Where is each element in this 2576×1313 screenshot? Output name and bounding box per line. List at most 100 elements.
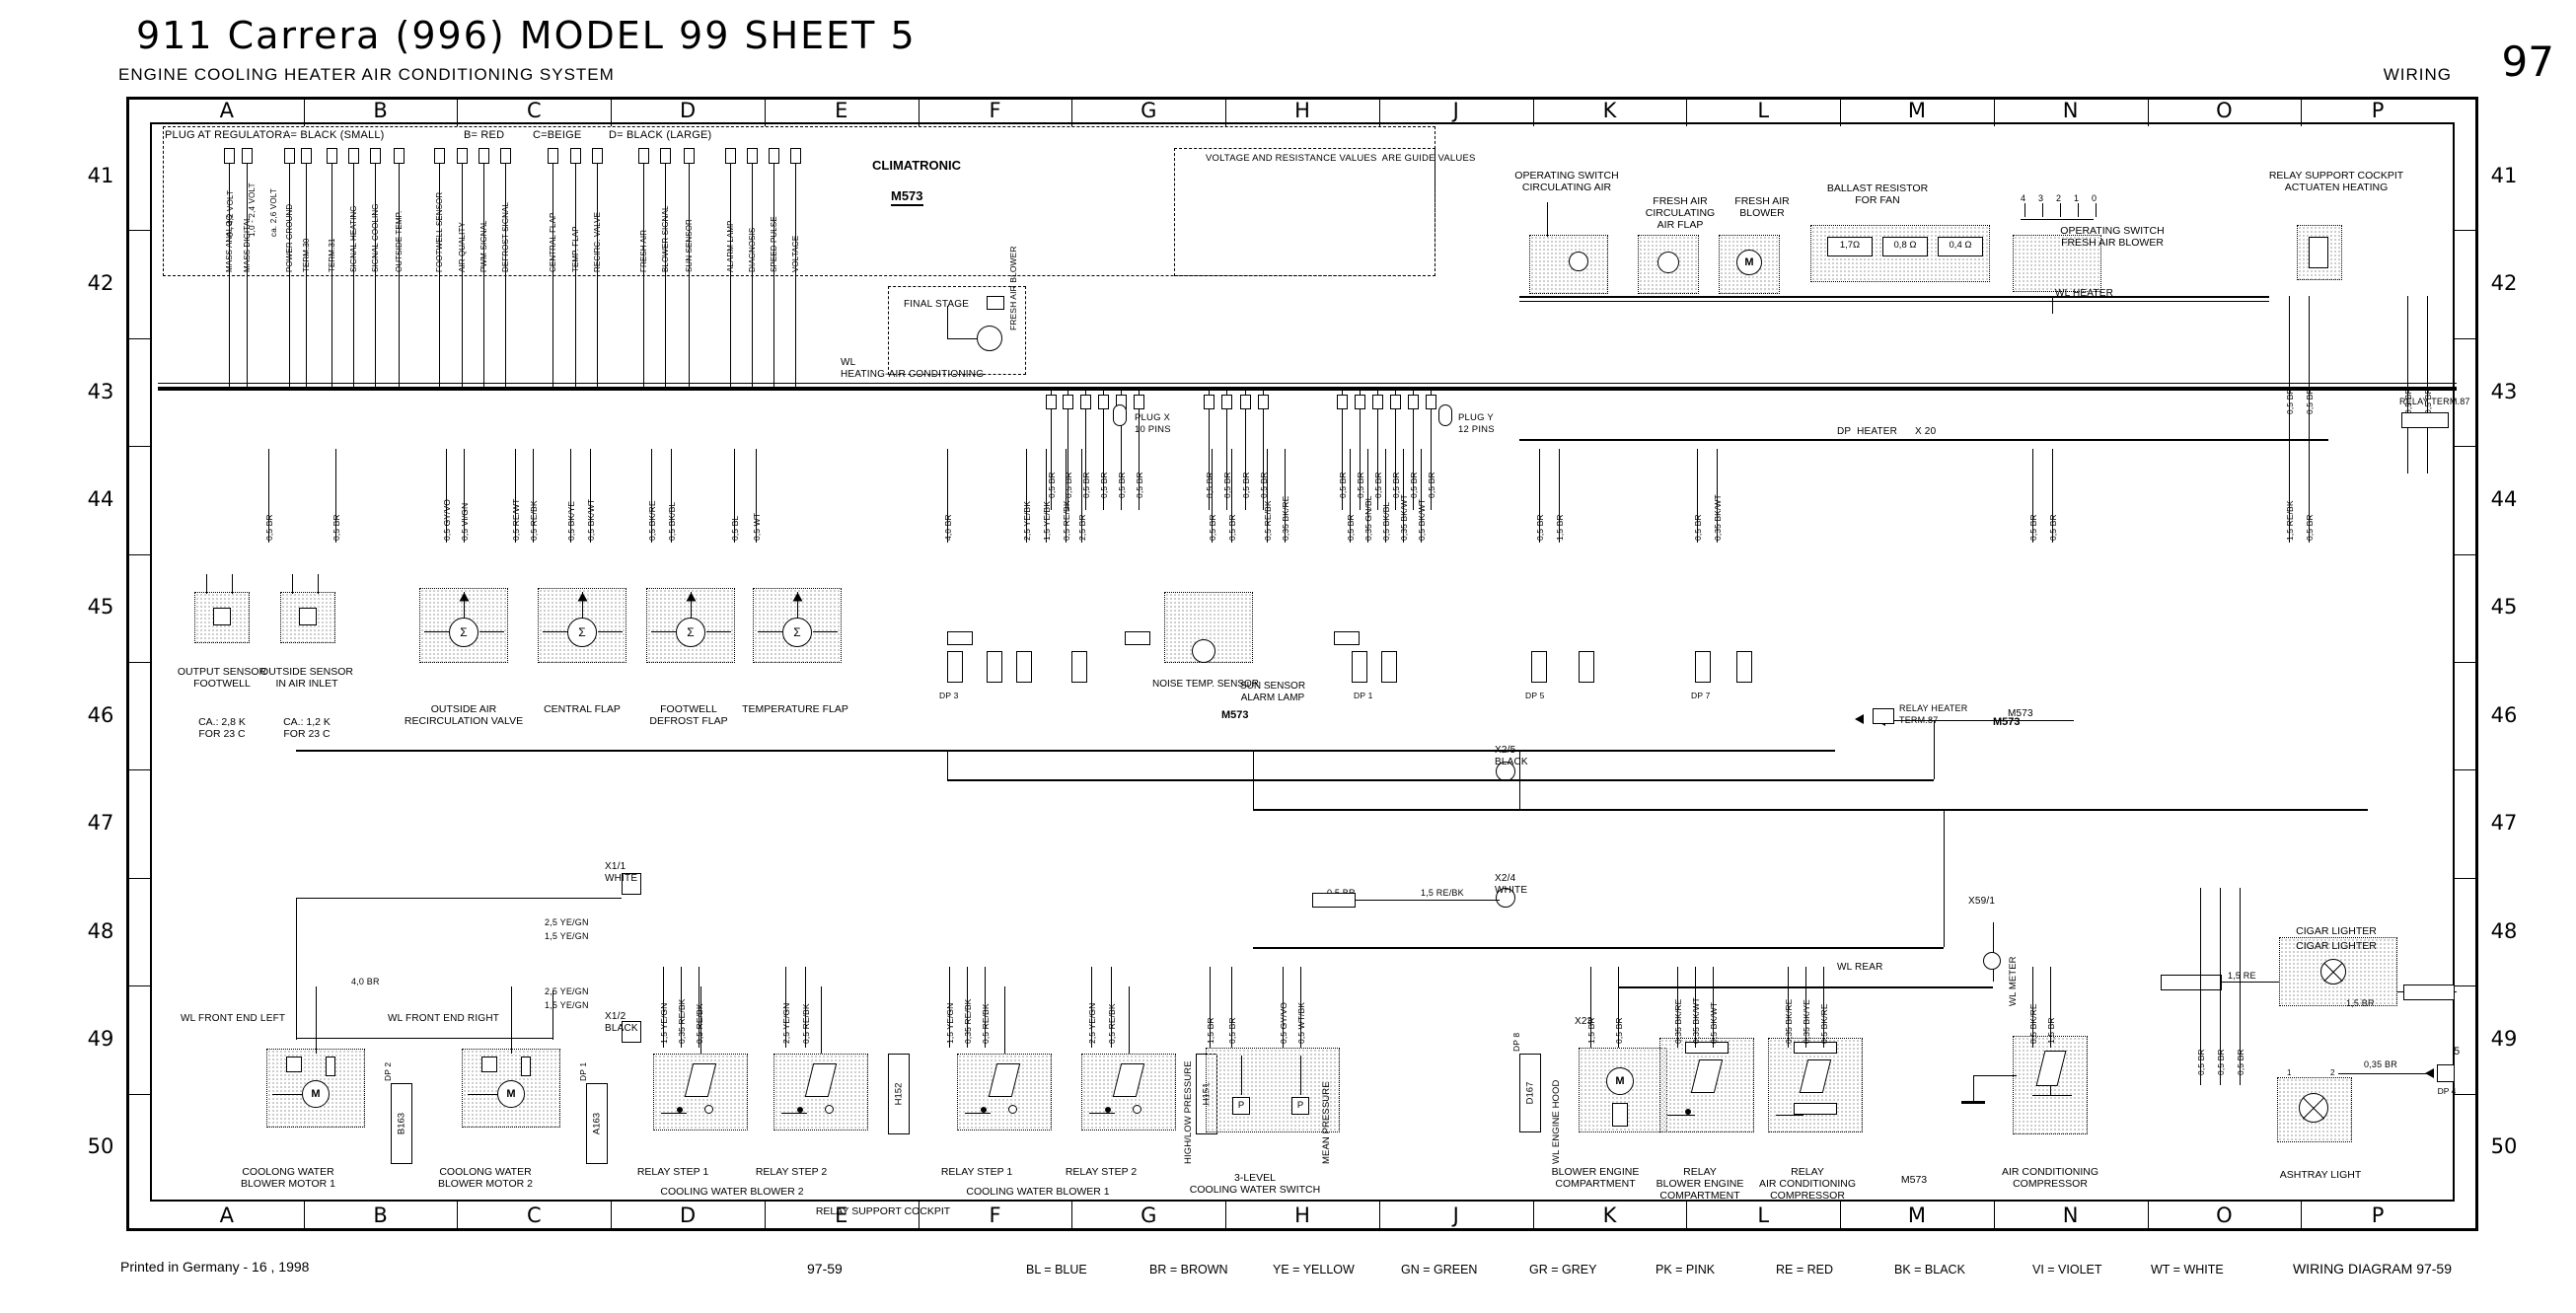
wire-v xyxy=(2024,203,2026,217)
fresh-air-flap-body xyxy=(1638,235,1699,294)
wire-spec-label: 1,5 BR xyxy=(1206,1017,1215,1044)
wire-spec-label: 0,5 BR xyxy=(2048,514,2058,541)
grid-column-label-top-G: G xyxy=(1141,99,1157,122)
wire-v xyxy=(2427,296,2429,474)
wire-v xyxy=(1695,967,1697,1048)
grid-column-label-top-H: H xyxy=(1294,99,1310,122)
grid-divider-top xyxy=(611,97,613,126)
wire-spec-label: 1,5 BR xyxy=(1555,514,1565,541)
wire-v xyxy=(756,449,758,543)
wire-spec-label: 0,5 WT/BK xyxy=(1296,1002,1306,1044)
wire-v xyxy=(1103,387,1105,510)
wire-v xyxy=(206,574,208,594)
sheet-code: 97-59 xyxy=(807,1261,843,1277)
plug-y-connector xyxy=(1438,404,1452,426)
color-legend-item-3: GN = GREEN xyxy=(1401,1263,1478,1277)
grid-row-label-right-41: 41 xyxy=(2490,163,2518,187)
wire-spec: 2,5 YE/GN xyxy=(545,986,589,996)
wire-spec: 4,0 BR xyxy=(351,977,380,986)
wire-spec-label: 0,5 BR xyxy=(1047,472,1057,498)
connector-tag xyxy=(1579,651,1594,683)
relay-contact-node xyxy=(1685,1109,1691,1115)
wire-spec-label: 0,5 BK/RE xyxy=(2028,1003,2038,1044)
grid-tick-left xyxy=(126,446,152,448)
grid-divider-bottom xyxy=(2147,1202,2149,1231)
wire-spec-label: 0,5 BR xyxy=(2305,388,2315,414)
flap-arrow xyxy=(459,592,470,602)
plug-pin-mid xyxy=(1080,395,1091,409)
wire-v xyxy=(306,148,308,387)
wire-h xyxy=(1253,947,1944,949)
grid-tick-left xyxy=(126,337,152,339)
pressure-switch-p: P xyxy=(1237,1100,1245,1111)
wire-v xyxy=(1081,449,1083,543)
wire-h xyxy=(296,750,1835,752)
grid-column-label-top-C: C xyxy=(526,99,542,122)
bottom-component-label: COOLING WATER BLOWER 2 xyxy=(660,1186,804,1198)
wire-v xyxy=(1241,1056,1243,1095)
wire-v xyxy=(671,449,673,543)
grid-tick-right xyxy=(2453,553,2478,555)
wire-v xyxy=(1823,967,1825,1048)
wire-spec-label: 0,5 BR xyxy=(1081,472,1091,498)
bottom-component-label: CIGAR LIGHTER xyxy=(2296,940,2377,952)
wire-v xyxy=(515,449,517,543)
wire-spec-label: 0,35 BK/RE xyxy=(1784,998,1794,1044)
wiring-label: WIRING xyxy=(2383,65,2452,84)
grid-column-label-bottom-C: C xyxy=(526,1204,542,1227)
wire-v xyxy=(734,449,736,543)
wire-spec-label: 1,5 RE/BK xyxy=(2285,500,2295,541)
label-relay-term-87: RELAY TERM.87 xyxy=(2399,397,2470,406)
top-right-component-label: FRESH AIR CIRCULATING AIR FLAP xyxy=(1645,195,1716,231)
wire-spec-label: 0,5 BK/WT xyxy=(1709,1002,1719,1044)
label-ms73-inline: M573 xyxy=(2008,708,2033,719)
wire-v xyxy=(590,449,592,543)
wire-spec-label: 0,5 BR xyxy=(264,514,274,541)
note-plug-at-regulator: PLUG AT REGULATOR: xyxy=(165,129,286,141)
plug-pin xyxy=(570,148,581,164)
wire-spec-label: 0,5 RE/BK xyxy=(1062,500,1071,541)
wire-v xyxy=(296,898,298,1038)
blower-engine-motor: M xyxy=(1606,1067,1634,1095)
wire-v xyxy=(1944,809,1946,947)
grid-row-label-left-49: 49 xyxy=(87,1026,114,1051)
wire-v xyxy=(1431,387,1433,510)
label-climatronic-code: M573 xyxy=(891,189,923,206)
plug-pin xyxy=(684,148,695,164)
wire-v xyxy=(2407,296,2409,474)
wire-v xyxy=(229,148,231,387)
top-right-component-label: OPERATING SWITCH FRESH AIR BLOWER xyxy=(2060,225,2165,249)
grid-column-label-bottom-G: G xyxy=(1141,1204,1157,1227)
flap-name: OUTSIDE AIR RECIRCULATION VALVE xyxy=(404,703,524,727)
wire-v xyxy=(643,148,645,387)
plug-pin-mid xyxy=(1258,395,1269,409)
wire-v xyxy=(552,990,554,1040)
grid-tick-left xyxy=(126,985,152,987)
connector-tag xyxy=(1531,651,1547,683)
flap-symbol xyxy=(1657,252,1679,273)
label-wl-heater: WL HEATER xyxy=(2055,288,2114,299)
wire-v xyxy=(2042,203,2044,217)
label-x12: X1/2 BLACK xyxy=(605,1011,638,1034)
note-plug-d: D= BLACK (LARGE) xyxy=(609,129,712,141)
plug-pin-mid xyxy=(1221,395,1232,409)
plug-pin xyxy=(348,148,359,164)
wire-spec-label: 0,35 BK/WT xyxy=(1691,997,1701,1044)
grid-tick-left xyxy=(126,662,152,663)
plug-pin xyxy=(500,148,511,164)
wire-h xyxy=(651,631,676,633)
wire-v xyxy=(582,592,584,618)
grid-divider-bottom xyxy=(764,1202,766,1231)
x24-connector xyxy=(1496,888,1515,908)
wire-v xyxy=(949,967,951,1048)
bottom-component-label: AIR CONDITIONING COMPRESSOR xyxy=(2001,1166,2098,1190)
wire-v xyxy=(446,449,448,543)
plug-pin xyxy=(769,148,779,164)
ballast-value: 0,8 Ω xyxy=(1893,240,1917,251)
grid-tick-left xyxy=(126,1093,152,1095)
grid-column-label-top-E: E xyxy=(835,99,848,122)
label-climatronic: CLIMATRONIC xyxy=(872,158,962,173)
relay-contact xyxy=(1133,1105,1141,1114)
grid-row-label-left-46: 46 xyxy=(87,702,114,727)
plug-pin-mid xyxy=(1134,395,1144,409)
